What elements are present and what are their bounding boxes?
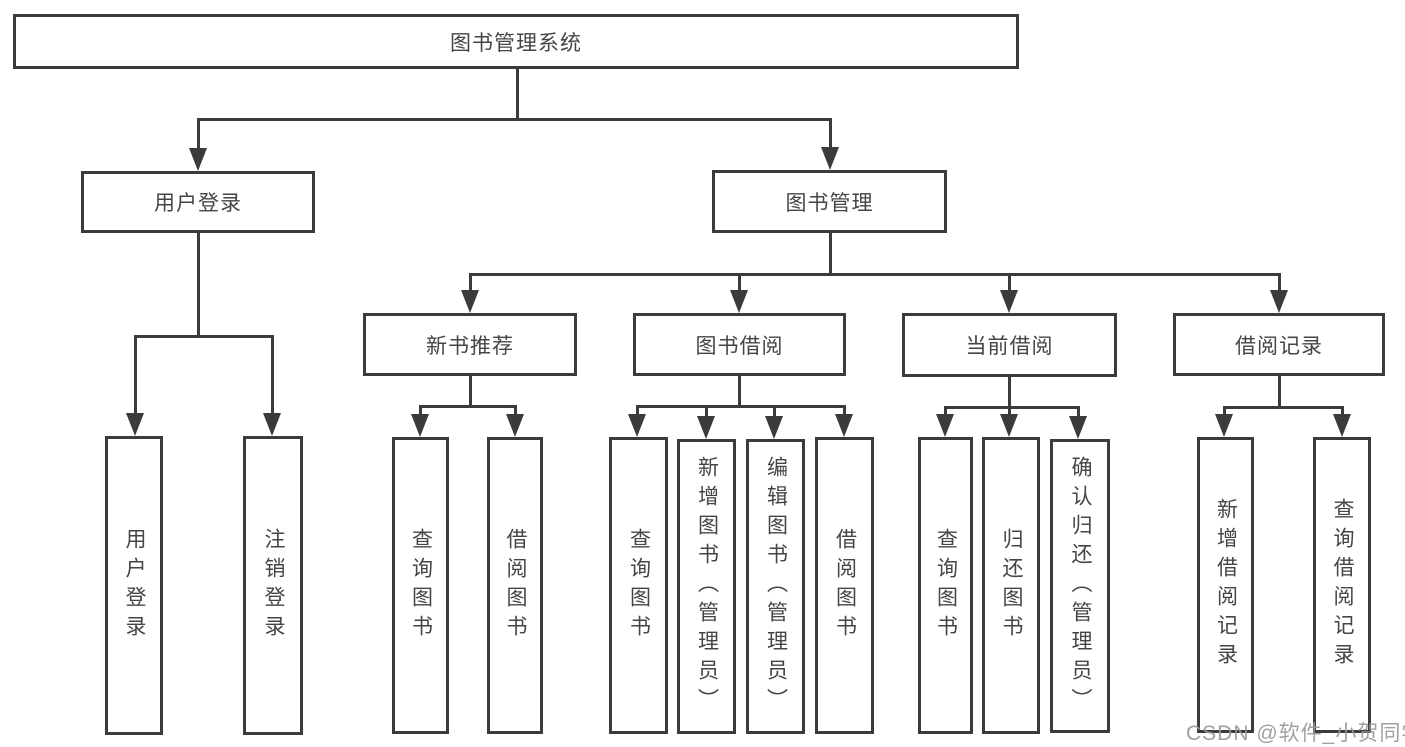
leaf-borrow-books-newbook: 借阅图书: [487, 437, 543, 734]
arrow-down-icon: [263, 413, 281, 436]
connector-line: [636, 405, 845, 408]
connector-line: [469, 273, 1281, 276]
leaf-user-login: 用户登录: [105, 436, 163, 735]
connector-line: [1008, 273, 1011, 293]
connector-line: [469, 273, 472, 293]
node-book-management: 图书管理: [712, 170, 947, 233]
arrow-down-icon: [189, 148, 207, 171]
leaf-confirm-return-admin: 确认归还（管理员）: [1050, 439, 1110, 733]
leaf-add-books-admin: 新增图书（管理员）: [677, 439, 736, 734]
leaf-query-books-newbook: 查询图书: [392, 437, 449, 734]
arrow-down-icon: [1270, 290, 1288, 313]
node-book-borrowing: 图书借阅: [633, 313, 846, 376]
connector-line: [1223, 406, 1343, 409]
node-user-login: 用户登录: [81, 171, 315, 233]
node-label: 图书管理: [785, 191, 874, 215]
leaf-return-books: 归还图书: [982, 437, 1040, 734]
node-new-book-recommendation: 新书推荐: [363, 313, 577, 376]
connector-line: [1077, 406, 1080, 418]
node-label: 查询图书: [627, 527, 651, 644]
leaf-edit-books-admin: 编辑图书（管理员）: [746, 439, 805, 734]
leaf-borrow-books-borrowing: 借阅图书: [815, 437, 874, 734]
node-label: 查询借阅记录: [1331, 498, 1354, 672]
node-borrowing-records: 借阅记录: [1173, 313, 1385, 376]
node-label: 查询图书: [934, 527, 958, 644]
node-label: 当前借阅: [965, 335, 1054, 358]
leaf-query-books-borrowing: 查询图书: [609, 437, 668, 734]
connector-line: [1278, 376, 1281, 408]
connector-line: [944, 406, 1080, 409]
arrow-down-icon: [821, 147, 839, 170]
arrow-down-icon: [1215, 414, 1233, 437]
node-label: 图书借阅: [695, 334, 784, 358]
arrow-down-icon: [506, 414, 524, 437]
arrow-down-icon: [1000, 414, 1018, 437]
leaf-add-borrow-record: 新增借阅记录: [1197, 437, 1254, 733]
connector-line: [419, 405, 517, 408]
arrow-down-icon: [461, 290, 479, 313]
node-label: 借阅图书: [504, 527, 527, 644]
arrow-down-icon: [835, 414, 853, 437]
connector-line: [197, 118, 832, 121]
connector-line: [514, 405, 517, 417]
node-label: 用户登录: [123, 527, 146, 644]
node-label: 归还图书: [1000, 527, 1023, 644]
connector-line: [1008, 376, 1011, 408]
csdn-watermark: CSDN @软件_小贺同学: [1186, 722, 1405, 745]
connector-line: [1278, 273, 1281, 293]
connector-line: [419, 405, 422, 417]
arrow-down-icon: [765, 416, 783, 439]
connector-line: [1008, 406, 1011, 418]
connector-line: [829, 118, 832, 151]
arrow-down-icon: [1000, 290, 1018, 313]
arrow-down-icon: [936, 414, 954, 437]
arrow-down-icon: [628, 414, 646, 437]
connector-line: [944, 406, 947, 418]
connector-line: [134, 335, 274, 338]
connector-line: [1223, 406, 1226, 418]
node-label: 新书推荐: [426, 334, 514, 358]
arrow-down-icon: [1069, 416, 1087, 439]
connector-line: [1341, 406, 1344, 418]
node-label: 注销登录: [262, 527, 285, 644]
connector-line: [738, 273, 741, 293]
node-label: 借阅记录: [1235, 334, 1323, 358]
connector-line: [829, 233, 832, 276]
node-label: 新增图书（管理员）: [695, 456, 719, 717]
arrow-down-icon: [126, 413, 144, 436]
node-label: 借阅图书: [833, 527, 857, 644]
connector-line: [738, 376, 741, 407]
arrow-down-icon: [1333, 414, 1351, 437]
node-library-management-system: 图书管理系统: [13, 14, 1019, 69]
connector-line: [636, 405, 639, 417]
node-current-borrowing: 当前借阅: [902, 313, 1117, 377]
leaf-logout: 注销登录: [243, 436, 303, 735]
connector-line: [271, 335, 274, 416]
arrow-down-icon: [411, 414, 429, 437]
connector-line: [705, 405, 708, 417]
connector-line: [134, 335, 137, 416]
leaf-query-books-current: 查询图书: [918, 437, 973, 734]
leaf-query-borrow-record: 查询借阅记录: [1313, 437, 1371, 733]
arrow-down-icon: [730, 290, 748, 313]
node-label: 编辑图书（管理员）: [764, 456, 788, 717]
node-label: 查询图书: [409, 527, 433, 644]
node-label: 图书管理系统: [450, 31, 582, 55]
node-label: 新增借阅记录: [1214, 498, 1238, 672]
connector-line: [197, 118, 200, 152]
connector-line: [773, 405, 776, 417]
connector-line: [469, 376, 472, 407]
arrow-down-icon: [697, 416, 715, 439]
connector-line: [843, 405, 846, 417]
node-label: 确认归还（管理员）: [1069, 455, 1092, 717]
node-label: 用户登录: [154, 192, 242, 215]
connector-line: [197, 233, 200, 337]
connector-line: [516, 69, 519, 120]
